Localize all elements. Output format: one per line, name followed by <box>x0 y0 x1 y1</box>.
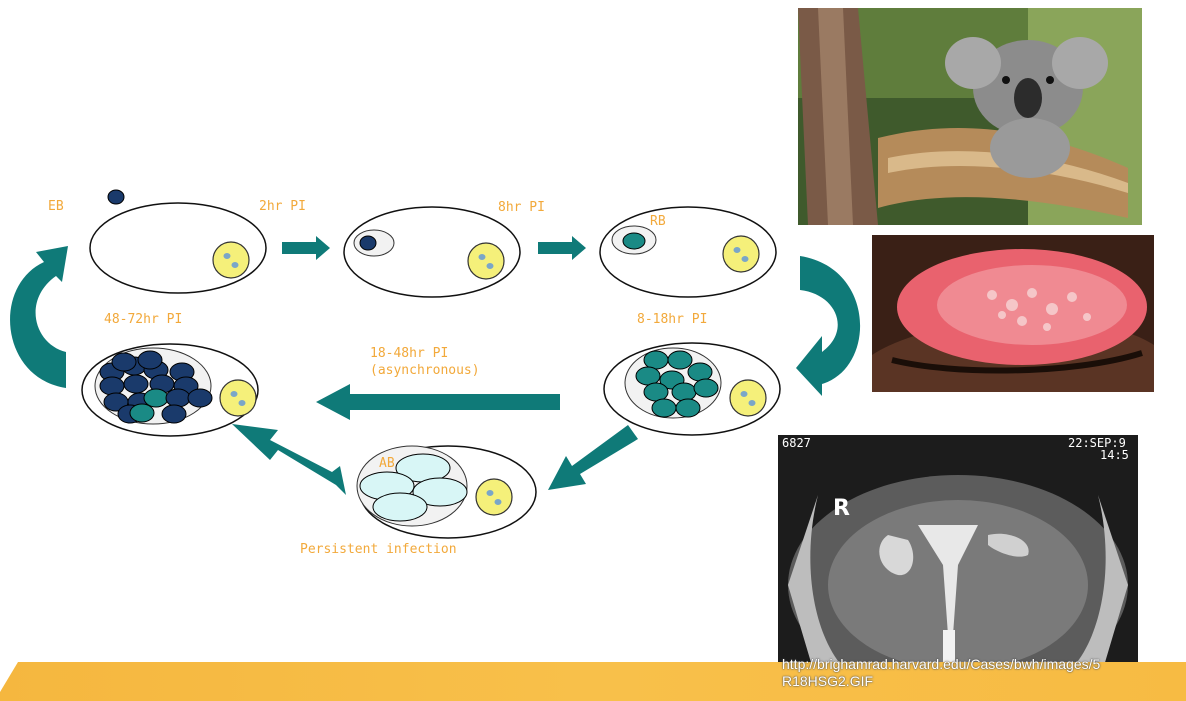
label-asynchronous: (asynchronous) <box>370 363 480 378</box>
inclusion-body <box>112 353 136 371</box>
cell-2hr-stage <box>344 207 520 297</box>
label-8hr: 8hr PI <box>498 200 545 215</box>
arrow-right-1 <box>282 236 330 260</box>
image-source-caption[interactable]: http://brighamrad.harvard.edu/Cases/bwh/… <box>782 656 1186 690</box>
inclusion-body <box>138 351 162 369</box>
xray-id-text: 6827 <box>782 436 811 450</box>
label-ab: AB <box>379 456 395 471</box>
inclusion-body <box>644 383 668 401</box>
inclusion-body <box>162 405 186 423</box>
label-2hr: 2hr PI <box>259 199 306 214</box>
label-persistent-infection: Persistent infection <box>300 542 457 557</box>
inclusion-body <box>688 363 712 381</box>
arrow-from-persistent <box>232 424 346 495</box>
curved-arrow-left <box>10 246 68 388</box>
label-eb: EB <box>48 199 64 214</box>
inclusion-body <box>166 389 190 407</box>
cell-8-18hr-stage <box>604 343 780 435</box>
xray-marker-r: R <box>833 496 850 521</box>
host-nucleus <box>213 242 249 278</box>
host-nucleus <box>476 479 512 515</box>
cell-48-72hr-stage <box>82 344 258 436</box>
inclusion-body <box>636 367 660 385</box>
inclusion-body <box>100 377 124 395</box>
host-nucleus <box>730 380 766 416</box>
caption-line-2[interactable]: R18HSG2.GIF <box>782 673 1186 690</box>
inclusion-body <box>694 379 718 397</box>
label-rb: RB <box>650 214 666 229</box>
arrow-right-2 <box>538 236 586 260</box>
arrow-left-async <box>316 384 560 420</box>
inclusion-body <box>676 399 700 417</box>
xray-time-text: 14:5 <box>1100 448 1129 462</box>
host-nucleus <box>220 380 256 416</box>
label-8-18hr: 8-18hr PI <box>637 312 707 327</box>
hysterosalpingogram-xray: 6827 22:SEP:9 14:5 R <box>778 435 1138 686</box>
label-18-48hr: 18-48hr PI <box>370 346 448 361</box>
inclusion-body <box>188 389 212 407</box>
label-48-72hr: 48-72hr PI <box>104 312 182 327</box>
caption-line-1[interactable]: http://brighamrad.harvard.edu/Cases/bwh/… <box>782 656 1186 673</box>
conjunctiva-photo <box>872 235 1154 392</box>
cell-eb-stage <box>90 190 266 293</box>
koala-photo <box>798 8 1142 225</box>
cell-8hr-stage <box>600 207 776 297</box>
inclusion-body <box>668 351 692 369</box>
arrow-to-persistent <box>548 425 638 490</box>
host-nucleus <box>723 236 759 272</box>
inclusion-body <box>144 389 168 407</box>
curved-arrow-right <box>796 256 860 396</box>
inclusion-body <box>672 383 696 401</box>
host-nucleus <box>468 243 504 279</box>
inclusion-body <box>644 351 668 369</box>
inclusion-body <box>124 375 148 393</box>
inclusion-body <box>652 399 676 417</box>
inclusion-body <box>130 404 154 422</box>
